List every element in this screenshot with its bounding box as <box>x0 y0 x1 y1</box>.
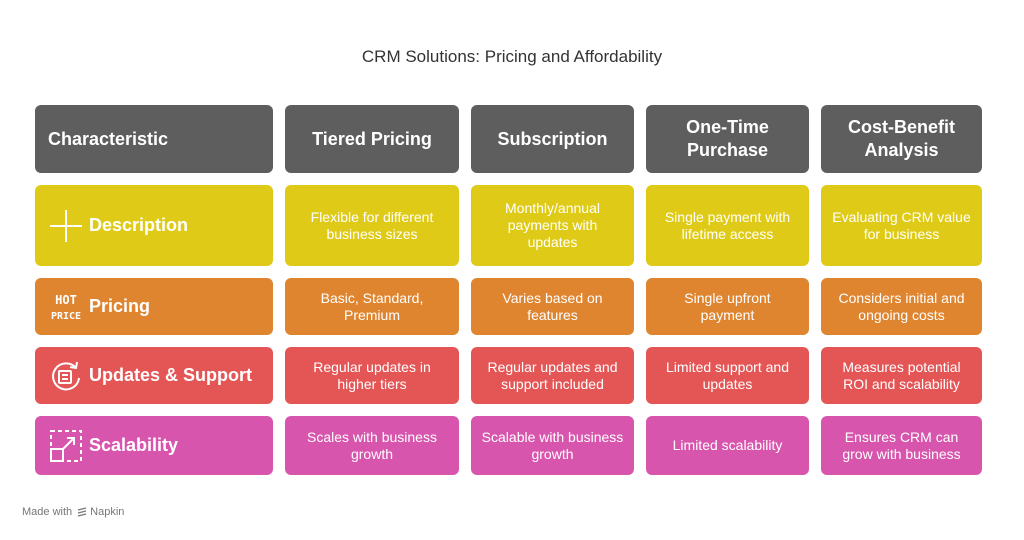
cell-pricing-cost-benefit: Considers initial and ongoing costs <box>821 278 982 335</box>
update-cycle-icon <box>47 357 85 395</box>
header-tiered-pricing: Tiered Pricing <box>285 105 459 173</box>
expand-icon <box>47 427 85 465</box>
row-label-text: Description <box>89 215 189 235</box>
cell-scalability-one-time: Limited scalability <box>646 416 809 475</box>
header-cost-benefit-analysis: Cost-Benefit Analysis <box>821 105 982 173</box>
cell-description-subscription: Monthly/annual payments with updates <box>471 185 634 266</box>
cell-updates-subscription: Regular updates and support included <box>471 347 634 404</box>
cell-updates-tiered: Regular updates in higher tiers <box>285 347 459 404</box>
cell-scalability-cost-benefit: Ensures CRM can grow with business <box>821 416 982 475</box>
cell-pricing-one-time: Single upfront payment <box>646 278 809 335</box>
hot-price-icon-bottom: PRICE <box>51 311 81 322</box>
napkin-brand-text: Napkin <box>90 506 125 518</box>
header-one-time-purchase: One-Time Purchase <box>646 105 809 173</box>
cell-scalability-tiered: Scales with business growth <box>285 416 459 475</box>
cell-updates-cost-benefit: Measures potential ROI and scalability <box>821 347 982 404</box>
row-label-scalability: Scalability <box>35 416 273 475</box>
cell-pricing-subscription: Varies based on features <box>471 278 634 335</box>
hot-price-icon-top: HOT <box>55 293 77 307</box>
row-label-text: Pricing <box>89 296 151 316</box>
hot-price-icon: HOT PRICE <box>47 288 85 326</box>
made-with-text: Made with <box>22 506 73 518</box>
row-label-description: Description <box>35 185 273 266</box>
cell-description-cost-benefit: Evaluating CRM value for business <box>821 185 982 266</box>
cell-updates-one-time: Limited support and updates <box>646 347 809 404</box>
cell-description-one-time: Single payment with lifetime access <box>646 185 809 266</box>
cell-scalability-subscription: Scalable with business growth <box>471 416 634 475</box>
row-label-text: Updates & Support <box>89 365 253 385</box>
row-label-pricing: HOT PRICE Pricing <box>35 278 273 335</box>
cell-description-tiered: Flexible for different business sizes <box>285 185 459 266</box>
plus-icon <box>47 207 85 245</box>
row-label-updates-support: Updates & Support <box>35 347 273 404</box>
header-characteristic: Characteristic <box>35 105 273 173</box>
napkin-logo-icon <box>77 507 87 517</box>
comparison-table: Characteristic Tiered Pricing Subscripti… <box>35 105 982 475</box>
footer-attribution: Made with Napkin <box>22 506 124 518</box>
header-subscription: Subscription <box>471 105 634 173</box>
diagram-title: CRM Solutions: Pricing and Affordability <box>361 47 663 66</box>
cell-pricing-tiered: Basic, Standard, Premium <box>285 278 459 335</box>
row-label-text: Scalability <box>89 435 179 455</box>
